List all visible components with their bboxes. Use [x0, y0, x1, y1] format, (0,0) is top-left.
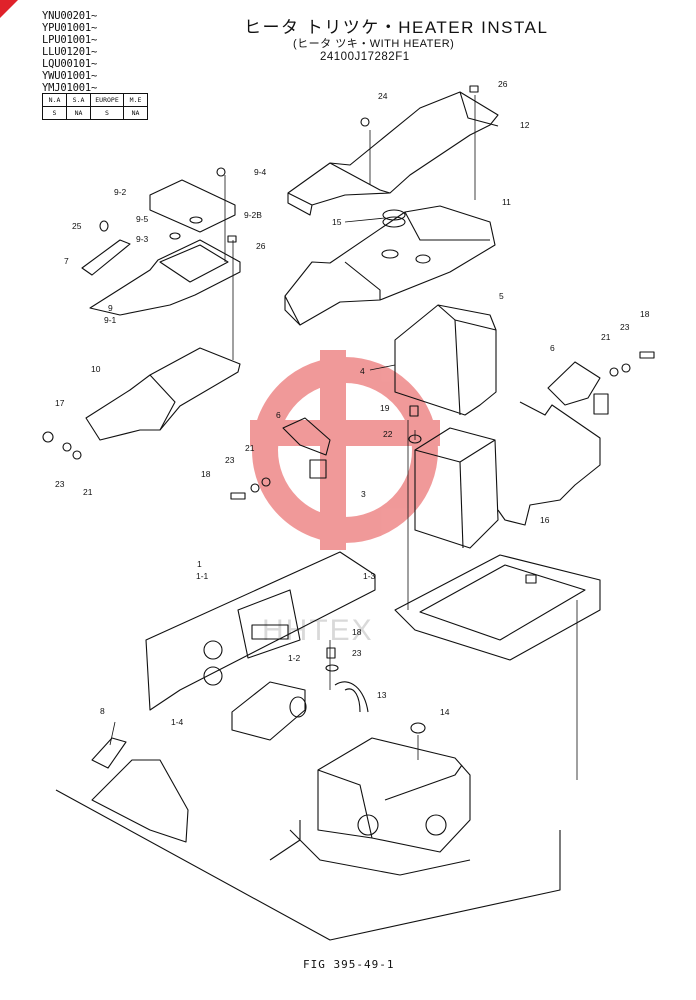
- callout-22: 22: [383, 429, 393, 439]
- callout-1-2: 1-2: [288, 653, 301, 663]
- part-number: 24100J17282F1: [320, 51, 410, 63]
- serial-number: LPU01001~: [42, 34, 98, 46]
- frame-plate: [497, 401, 601, 526]
- figure-number: FIG 395-49-1: [303, 958, 395, 971]
- callout-5: 5: [499, 291, 504, 301]
- callout-21-right: 21: [601, 332, 611, 342]
- callout-9-5: 9-5: [136, 214, 149, 224]
- vent-box: [231, 681, 307, 741]
- callout-19: 19: [380, 403, 390, 413]
- callout-26-top: 26: [498, 79, 508, 89]
- callout-18-center: 18: [352, 627, 362, 637]
- callout-3: 3: [361, 489, 366, 499]
- callout-1-3: 1-3: [363, 571, 376, 581]
- callout-9-1: 9-1: [104, 315, 117, 325]
- knob-7: [81, 239, 131, 276]
- callout-9-4: 9-4: [254, 167, 267, 177]
- mount-frame-16: [394, 554, 601, 661]
- callout-23-center: 23: [352, 648, 362, 658]
- plate-9: [89, 239, 241, 316]
- page-title: ヒータ トリツケ・HEATER INSTAL: [244, 18, 549, 37]
- callout-8: 8: [100, 706, 105, 716]
- callout-21-left: 21: [245, 443, 255, 453]
- callout-9-3: 9-3: [136, 234, 149, 244]
- callout-18-left: 18: [201, 469, 211, 479]
- fasteners: [42, 85, 655, 734]
- watermark-logo: [250, 350, 440, 550]
- serial-number: LLU01201~: [42, 46, 98, 58]
- region-value-row: S NA S NA: [42, 106, 148, 120]
- base-plate: [55, 789, 561, 941]
- callout-24: 24: [378, 91, 388, 101]
- callout-6-left: 6: [276, 410, 281, 420]
- callout-15: 15: [332, 217, 342, 227]
- serial-number: LQU00101~: [42, 58, 98, 70]
- callout-1-4: 1-4: [171, 717, 184, 727]
- callout-1: 1: [197, 559, 202, 569]
- callout-25: 25: [72, 221, 82, 231]
- knob-8: [91, 737, 127, 769]
- top-cover-12: [287, 91, 499, 216]
- callout-13: 13: [377, 690, 387, 700]
- heater-core-14: [289, 737, 471, 876]
- callout-14: 14: [440, 707, 450, 717]
- callout-1-1: 1-1: [196, 571, 209, 581]
- housing-11: [284, 205, 496, 326]
- serial-number: YPU01001~: [42, 22, 98, 34]
- callout-10: 10: [91, 364, 101, 374]
- region-table: N.A S.A EUROPE M.E S NA S NA: [42, 93, 148, 120]
- callout-23-far-left: 23: [55, 479, 65, 489]
- region-value: NA: [123, 106, 148, 120]
- heater-box-3: [414, 427, 499, 549]
- callout-17: 17: [55, 398, 65, 408]
- callout-21-far-left: 21: [83, 487, 93, 497]
- panel-1: [145, 551, 376, 711]
- bracket-6-right: [547, 361, 609, 415]
- duct-10: [85, 347, 241, 441]
- callout-4: 4: [360, 366, 365, 376]
- cover-5: [394, 304, 497, 416]
- callout-9: 9: [108, 303, 113, 313]
- callout-26-mid: 26: [256, 241, 266, 251]
- serial-list: YNU00201~ YPU01001~ LPU01001~ LLU01201~ …: [42, 10, 97, 94]
- floor-duct: [91, 759, 189, 843]
- callout-9-2b: 9-2B: [244, 210, 262, 220]
- callout-23-left: 23: [225, 455, 235, 465]
- callout-7: 7: [64, 256, 69, 266]
- plate-9-2: [149, 179, 236, 233]
- serial-number: YWU01001~: [42, 70, 98, 82]
- hose-13: [334, 681, 369, 713]
- grommet-15: [382, 209, 406, 228]
- callout-18-right: 18: [640, 309, 650, 319]
- serial-number: YMJ01001~: [42, 82, 98, 94]
- page-subtitle: (ヒータ ツキ・WITH HEATER): [293, 38, 455, 50]
- callout-23-right: 23: [620, 322, 630, 332]
- leader-lines: [109, 95, 578, 780]
- corner-mark: [0, 0, 18, 18]
- callout-11: 11: [502, 197, 511, 207]
- callout-6-right: 6: [550, 343, 555, 353]
- callout-16: 16: [540, 515, 550, 525]
- callout-12: 12: [520, 120, 530, 130]
- bracket-6-left: [282, 417, 331, 479]
- callout-9-2: 9-2: [114, 187, 127, 197]
- callout-labels: 26 24 12 9-4 9-2 9-2B 9-5 25 9-3 26 15 1…: [55, 79, 650, 727]
- serial-number: YNU00201~: [42, 10, 98, 22]
